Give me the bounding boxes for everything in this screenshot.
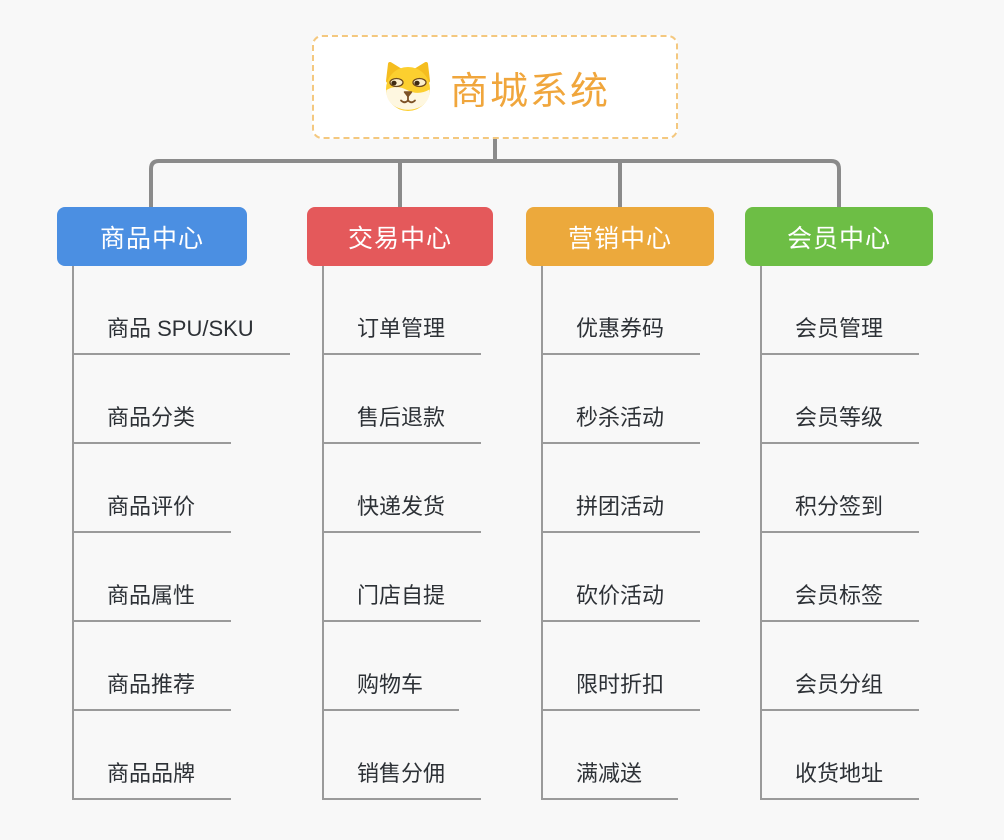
leaf-item[interactable]: 砍价活动 bbox=[542, 533, 701, 622]
leaf-item[interactable]: 商品推荐 bbox=[73, 622, 232, 711]
branch-label: 商品中心 bbox=[99, 224, 204, 253]
leaf-item[interactable]: 快递发货 bbox=[323, 444, 482, 533]
leaf-item[interactable]: 商品品牌 bbox=[73, 711, 232, 800]
leaf-item[interactable]: 拼团活动 bbox=[542, 444, 701, 533]
leaf-item[interactable]: 优惠券码 bbox=[542, 266, 701, 355]
leaf-item[interactable]: 销售分佣 bbox=[323, 711, 482, 800]
bus-line bbox=[149, 159, 841, 209]
leaf-item[interactable]: 秒杀活动 bbox=[542, 355, 701, 444]
leaf-item[interactable]: 会员等级 bbox=[761, 355, 920, 444]
product-center-leaves: 商品 SPU/SKU 商品分类 商品评价 商品属性 商品推荐 商品品牌 bbox=[73, 266, 290, 800]
leaf-item[interactable]: 售后退款 bbox=[323, 355, 482, 444]
branch-node-product-center[interactable]: 商品中心 bbox=[57, 207, 247, 266]
leaf-item[interactable]: 商品评价 bbox=[73, 444, 232, 533]
trade-center-leaves: 订单管理 售后退款 快递发货 门店自提 购物车 销售分佣 bbox=[323, 266, 482, 800]
leaf-item[interactable]: 订单管理 bbox=[323, 266, 482, 355]
leaf-item[interactable]: 会员管理 bbox=[761, 266, 920, 355]
root-node[interactable]: 商城系统 bbox=[312, 35, 678, 139]
marketing-center-leaves: 优惠券码 秒杀活动 拼团活动 砍价活动 限时折扣 满减送 bbox=[542, 266, 701, 800]
member-center-leaves: 会员管理 会员等级 积分签到 会员标签 会员分组 收货地址 bbox=[761, 266, 920, 800]
branch-node-marketing-center[interactable]: 营销中心 bbox=[526, 207, 714, 266]
root-title: 商城系统 bbox=[449, 70, 610, 113]
leaf-item[interactable]: 积分签到 bbox=[761, 444, 920, 533]
leaf-item[interactable]: 门店自提 bbox=[323, 533, 482, 622]
leaf-item[interactable]: 商品分类 bbox=[73, 355, 232, 444]
leaf-item[interactable]: 限时折扣 bbox=[542, 622, 701, 711]
branch-node-trade-center[interactable]: 交易中心 bbox=[307, 207, 493, 266]
leaf-item[interactable]: 会员标签 bbox=[761, 533, 920, 622]
branch-label: 会员中心 bbox=[786, 224, 891, 253]
leaf-item[interactable]: 购物车 bbox=[323, 622, 460, 711]
branch-node-member-center[interactable]: 会员中心 bbox=[745, 207, 933, 266]
branch-label: 交易中心 bbox=[347, 224, 452, 253]
dog-face-icon bbox=[385, 62, 430, 111]
leaf-item[interactable]: 商品属性 bbox=[73, 533, 232, 622]
leaf-item[interactable]: 收货地址 bbox=[761, 711, 920, 800]
leaf-item[interactable]: 满减送 bbox=[542, 711, 679, 800]
leaf-item[interactable]: 会员分组 bbox=[761, 622, 920, 711]
leaf-item[interactable]: 商品 SPU/SKU bbox=[73, 266, 290, 355]
branch-label: 营销中心 bbox=[567, 224, 672, 253]
